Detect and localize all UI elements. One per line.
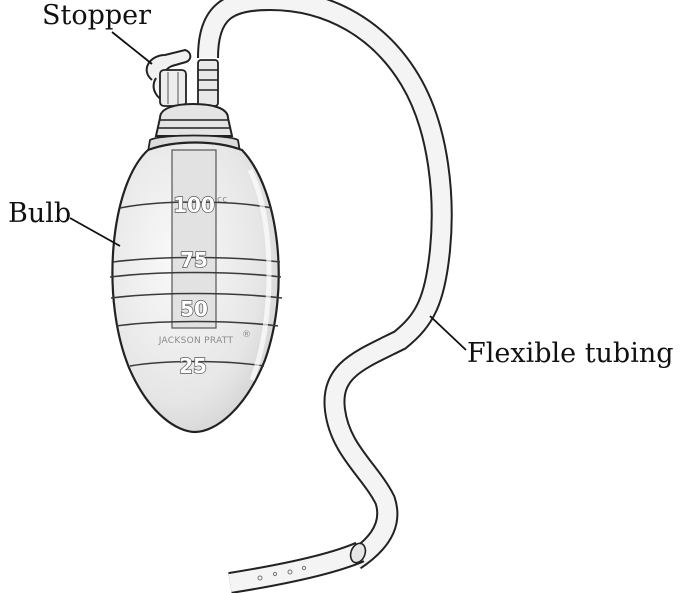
flexible-tubing — [197, 0, 453, 593]
bulb-leader-line — [69, 217, 121, 247]
label-bulb: Bulb — [8, 198, 72, 229]
mark-100: 100 — [173, 193, 215, 217]
mark-75: 75 — [180, 248, 208, 272]
stopper — [145, 48, 192, 107]
mark-25: 25 — [179, 354, 207, 378]
tubing-leader-line — [429, 315, 467, 351]
tubing-connector — [197, 59, 219, 107]
mark-100-unit: cc — [217, 195, 228, 205]
label-flexible-tubing: Flexible tubing — [467, 338, 674, 369]
stopper-leader-line — [111, 31, 153, 65]
bulb — [109, 141, 283, 434]
brand-registered-mark: ® — [242, 330, 251, 340]
brand-name: JACKSON PRATT — [158, 336, 234, 346]
mark-50: 50 — [180, 297, 208, 321]
label-stopper: Stopper — [42, 0, 152, 31]
bulb-markings: 100 cc 75 50 JACKSON PRATT ® 25 — [158, 192, 251, 378]
leader-lines — [69, 31, 467, 351]
